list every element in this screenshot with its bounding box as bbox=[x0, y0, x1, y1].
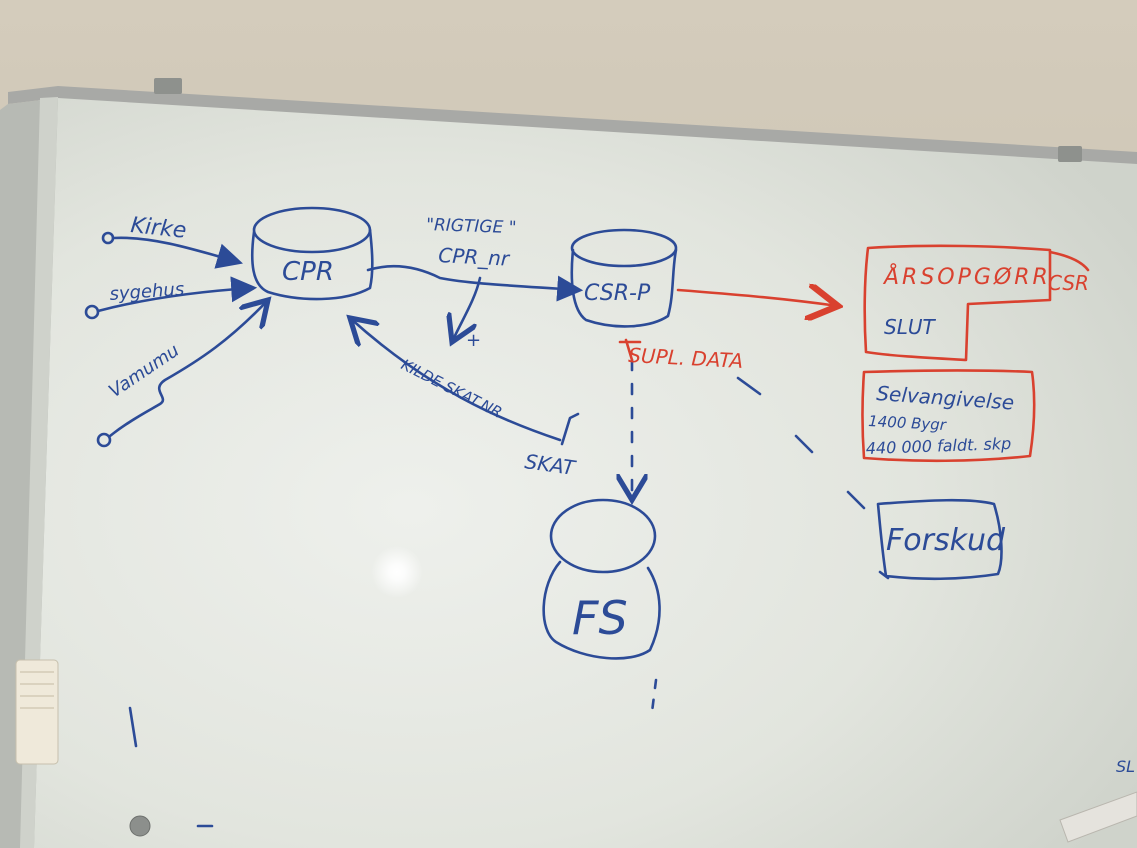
board-clip bbox=[1058, 146, 1082, 162]
csr-red-label: CSR bbox=[1048, 271, 1089, 295]
csr-to-arsopgorr-arrow bbox=[676, 290, 838, 306]
marker-tray bbox=[1059, 791, 1137, 843]
slut-label: SLUT bbox=[884, 315, 936, 339]
cpr-database bbox=[250, 206, 374, 301]
whiteboard bbox=[20, 92, 1137, 848]
source-label-kirke: Kirke bbox=[129, 213, 187, 244]
screw bbox=[129, 815, 151, 837]
fs-database bbox=[542, 498, 661, 660]
light-glare bbox=[371, 546, 423, 598]
dashed-diagonal bbox=[736, 376, 890, 580]
cpr-to-csr-arrow bbox=[366, 264, 584, 302]
forskud-box bbox=[876, 498, 1003, 581]
skat-to-cpr-arrow bbox=[350, 318, 562, 442]
arsopgorr-csr-divider bbox=[1048, 250, 1090, 272]
eraser bbox=[15, 659, 59, 765]
branch-line bbox=[452, 276, 482, 342]
arsopgorr-box bbox=[863, 244, 1052, 362]
cpr-nr-label: CPR_nr bbox=[438, 243, 512, 271]
csr-p-label: CSR-P bbox=[584, 281, 651, 306]
source-label-sygehus: sygehus bbox=[109, 279, 185, 305]
forskud-label: Forskud bbox=[886, 523, 1006, 558]
board-frame-top bbox=[8, 86, 1137, 164]
source-vamumu bbox=[96, 300, 268, 448]
selvangivelse-box bbox=[861, 369, 1036, 463]
source-sygehus bbox=[84, 276, 258, 320]
rigtige-label: "RIGTIGE " bbox=[426, 215, 517, 238]
plus-label: + bbox=[466, 330, 481, 351]
edge-label: SL bbox=[1116, 757, 1135, 776]
selvangivelse-line1: 1400 Bygr bbox=[868, 412, 947, 434]
fs-label: FS bbox=[572, 591, 628, 645]
cpr-label: CPR bbox=[282, 257, 334, 287]
arsopgorr-label: ÅRSOPGØRR bbox=[882, 263, 1051, 290]
source-kirke bbox=[101, 231, 243, 269]
board-clip bbox=[154, 78, 182, 94]
